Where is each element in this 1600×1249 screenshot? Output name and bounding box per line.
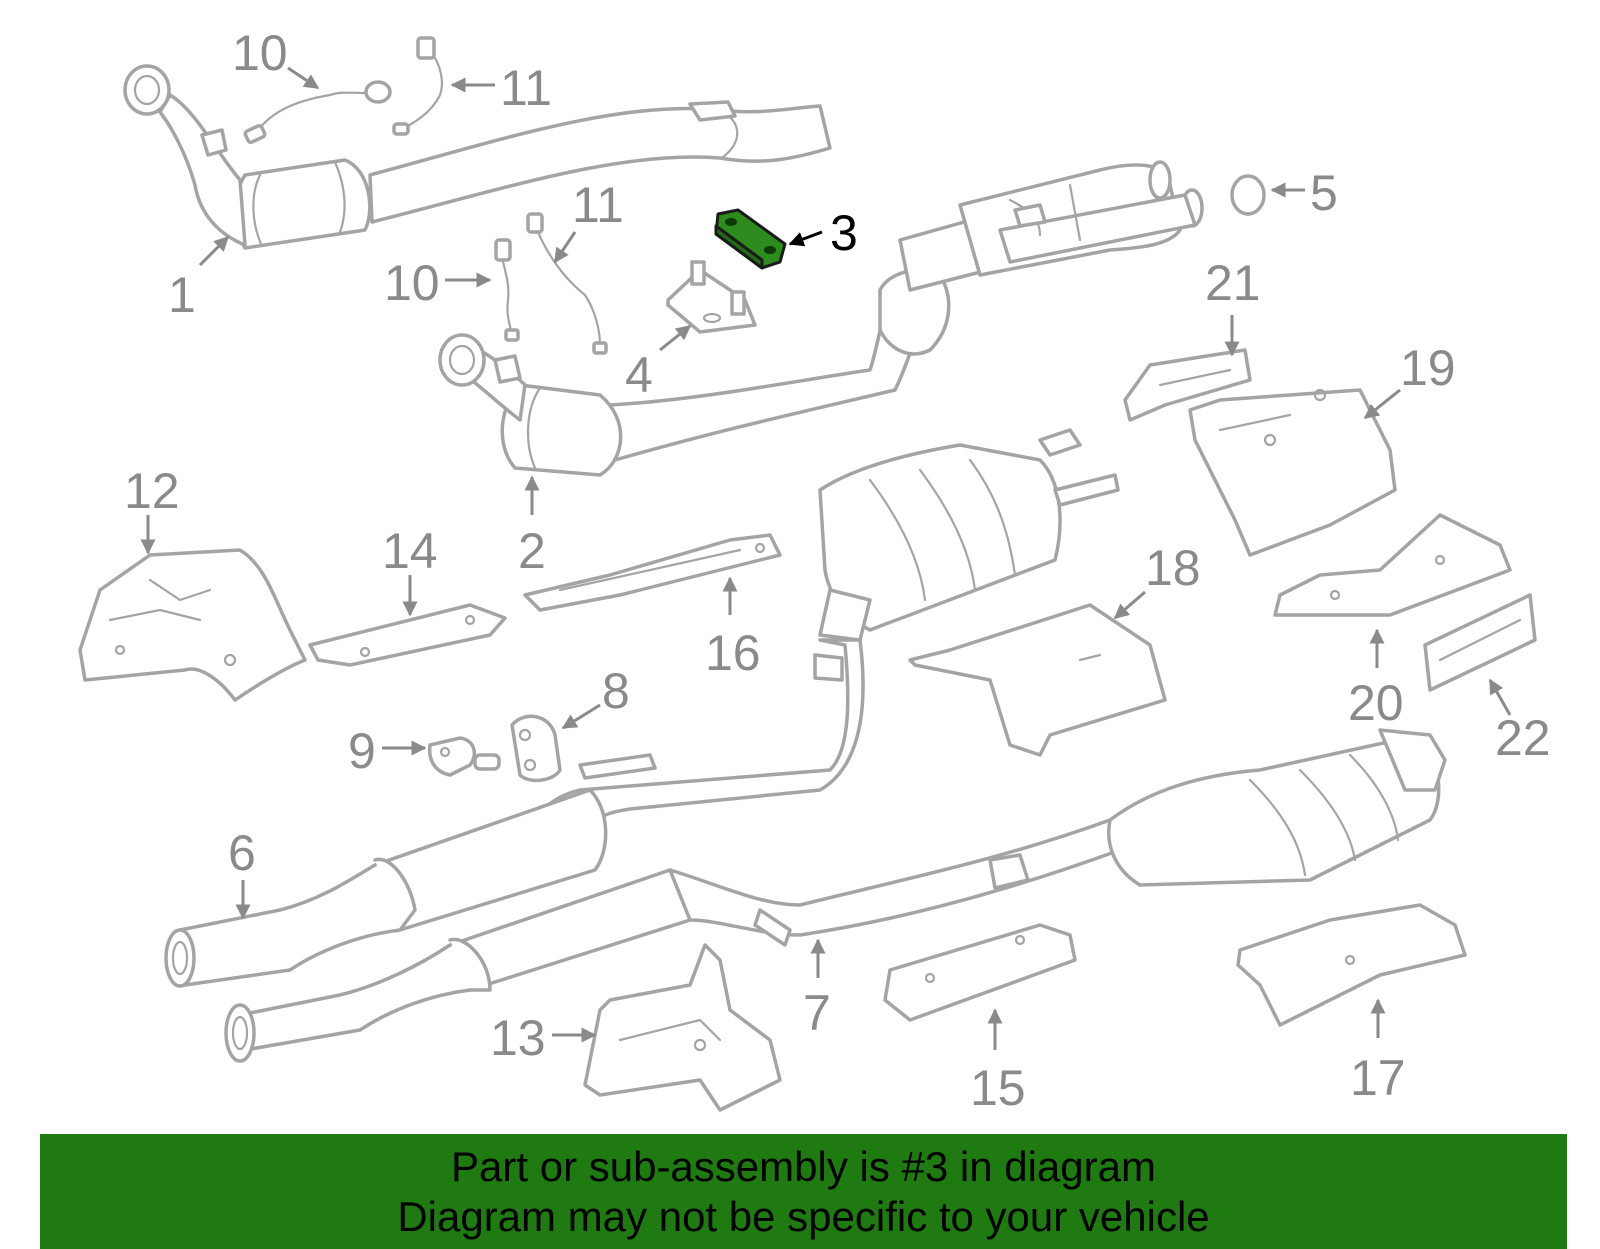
callout-number-11-middle: 11	[572, 177, 624, 233]
callout-number-10-middle: 10	[384, 255, 440, 311]
center-muffler	[818, 428, 1120, 642]
part-16-heat-shield-strip	[523, 533, 782, 612]
callout-number-3: 3	[830, 205, 858, 261]
callout-14: 14	[382, 523, 438, 617]
part-5-gasket-ring	[1230, 174, 1266, 216]
callout-2: 2	[518, 475, 546, 579]
part-9-clamp	[427, 736, 501, 777]
part-13-heat-shield	[583, 943, 782, 1112]
callout-11-middle: 11	[553, 177, 624, 264]
callout-number-7: 7	[803, 985, 831, 1041]
part-8-rubber-hanger	[510, 714, 657, 783]
callout-19: 19	[1363, 340, 1456, 420]
callout-15: 15	[970, 1008, 1026, 1116]
callout-number-12: 12	[124, 463, 180, 519]
callout-number-6: 6	[228, 825, 256, 881]
callout-number-22: 22	[1495, 710, 1551, 766]
part-19-heat-shield	[1188, 388, 1397, 557]
callout-21: 21	[1205, 255, 1261, 357]
part-18-heat-shield	[908, 603, 1167, 757]
callout-1: 1	[168, 235, 230, 323]
callout-20: 20	[1348, 628, 1404, 731]
callout-number-2: 2	[518, 523, 546, 579]
part-11-oxygen-sensor-top	[392, 36, 443, 136]
callout-number-20: 20	[1348, 675, 1404, 731]
part-2-right-catalytic-converter	[438, 268, 951, 477]
part-3-exhaust-bracket-highlighted	[714, 208, 787, 270]
callout-8: 8	[561, 663, 630, 730]
callout-number-19: 19	[1400, 340, 1456, 396]
part-15-heat-shield-strip	[883, 923, 1077, 1022]
part-12-heat-shield	[78, 548, 307, 702]
part-20-heat-shield	[1273, 513, 1512, 617]
callout-number-18: 18	[1145, 540, 1201, 596]
callout-number-17: 17	[1350, 1050, 1406, 1106]
callout-13: 13	[490, 1010, 597, 1066]
callout-11-top: 11	[450, 60, 552, 116]
part-10-oxygen-sensor-top	[243, 80, 392, 145]
callout-3-highlighted: 3	[788, 205, 858, 261]
callout-number-5: 5	[1310, 165, 1338, 221]
part-21-heat-shield	[1123, 348, 1252, 422]
callout-5: 5	[1270, 165, 1338, 221]
callout-number-21: 21	[1205, 255, 1261, 311]
rear-twin-pipe-section	[898, 160, 1204, 292]
part-info-banner: Part or sub-assembly is #3 in diagram Di…	[40, 1134, 1567, 1249]
callout-number-4: 4	[625, 347, 653, 403]
callout-number-11-top: 11	[500, 60, 552, 116]
callout-17: 17	[1350, 998, 1406, 1106]
part-6-front-muffler-pipe	[164, 788, 608, 988]
banner-line-disclaimer: Diagram may not be specific to your vehi…	[397, 1193, 1210, 1240]
callout-10-top: 10	[232, 25, 320, 90]
callout-7: 7	[803, 938, 831, 1041]
part-14-heat-shield-strip	[308, 603, 507, 667]
right-rear-muffler	[1107, 728, 1447, 887]
callout-18: 18	[1113, 540, 1201, 620]
callout-4: 4	[625, 324, 692, 403]
callout-16: 16	[705, 576, 761, 681]
part-17-heat-shield	[1236, 903, 1467, 1027]
callout-number-13: 13	[490, 1010, 546, 1066]
callout-22: 22	[1488, 678, 1551, 766]
part-11-oxygen-sensor-middle	[526, 212, 608, 355]
callout-number-16: 16	[705, 625, 761, 681]
part-22-heat-shield-strip	[1423, 593, 1537, 692]
part-10-oxygen-sensor-middle	[494, 238, 520, 342]
callout-6: 6	[228, 825, 256, 920]
callout-number-14: 14	[382, 523, 438, 579]
part-4-mount-bracket	[666, 260, 757, 334]
part-1-left-catalytic-converter	[123, 64, 832, 250]
callout-9: 9	[348, 723, 427, 779]
banner-line-part-number: Part or sub-assembly is #3 in diagram	[451, 1143, 1156, 1190]
callout-12: 12	[124, 463, 180, 555]
callout-number-8: 8	[602, 663, 630, 719]
callout-number-9: 9	[348, 723, 376, 779]
callout-number-1: 1	[168, 267, 196, 323]
callout-10-middle: 10	[384, 255, 492, 311]
callout-number-10-top: 10	[232, 25, 288, 81]
callout-number-15: 15	[970, 1060, 1026, 1116]
